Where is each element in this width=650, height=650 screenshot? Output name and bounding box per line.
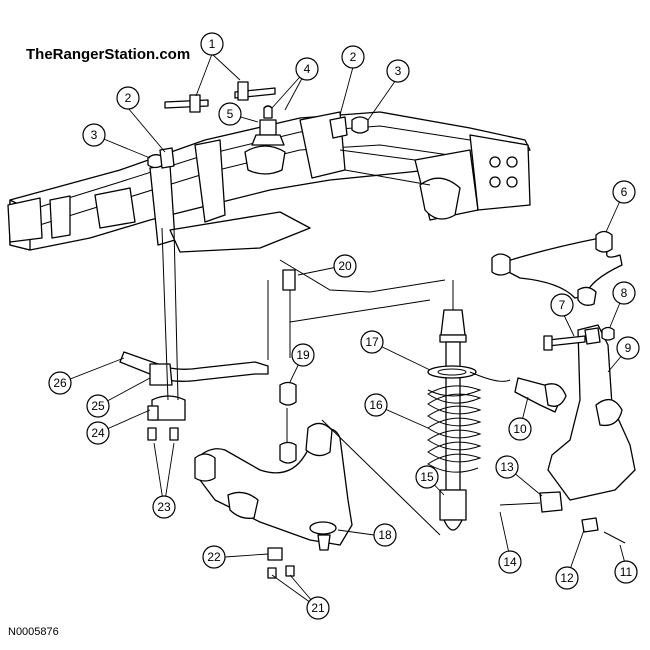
callout-number: 26 — [53, 376, 67, 390]
callout-11: 11 — [614, 560, 638, 584]
callout-4: 4 — [295, 57, 319, 81]
callout-number: 14 — [503, 555, 517, 569]
callout-23: 23 — [152, 495, 176, 519]
figure-code: N0005876 — [8, 626, 59, 638]
callout-25: 25 — [86, 394, 110, 418]
callout-number: 15 — [420, 470, 434, 484]
callout-number: 4 — [304, 62, 311, 76]
hardware-top — [147, 81, 369, 169]
callout-number: 20 — [338, 259, 352, 273]
callout-number: 16 — [369, 398, 383, 412]
callout-number: 8 — [621, 286, 628, 300]
callout-number: 23 — [157, 500, 171, 514]
callout-number: 7 — [559, 298, 566, 312]
callout-number: 25 — [91, 399, 105, 413]
callout-15: 15 — [415, 465, 439, 489]
callout-18: 18 — [373, 523, 397, 547]
lower-control-arm — [194, 422, 353, 579]
callout-number: 11 — [620, 565, 633, 579]
callout-number: 5 — [227, 107, 234, 121]
callout-16: 16 — [364, 393, 388, 417]
callout-10: 10 — [508, 417, 532, 441]
callout-number: 12 — [560, 571, 574, 585]
coil-spring — [427, 365, 482, 473]
knuckle-hardware — [543, 326, 615, 351]
tie-rod-end — [499, 491, 626, 544]
callout-3a: 3 — [386, 59, 410, 83]
callout-6: 6 — [612, 180, 636, 204]
callout-5: 5 — [218, 102, 242, 126]
callout-9: 9 — [616, 336, 640, 360]
callout-24: 24 — [86, 421, 110, 445]
callout-number: 21 — [311, 601, 325, 615]
callout-number: 6 — [621, 185, 628, 199]
callout-17: 17 — [360, 330, 384, 354]
callout-7: 7 — [550, 293, 574, 317]
callout-number: 18 — [378, 528, 392, 542]
callout-21: 21 — [306, 596, 330, 620]
site-watermark: TheRangerStation.com — [26, 46, 191, 63]
callout-number: 19 — [296, 348, 310, 362]
callout-number: 2 — [125, 91, 132, 105]
callout-2a: 2 — [341, 45, 365, 69]
callout-number: 9 — [625, 341, 632, 355]
callout-22: 22 — [202, 545, 226, 569]
frame-assembly — [7, 111, 531, 253]
callout-1b: 2 — [116, 86, 140, 110]
callout-number: 2 — [350, 50, 357, 64]
upper-control-arm — [491, 230, 623, 306]
callout-19: 19 — [291, 343, 315, 367]
callout-1a: 1 — [200, 32, 224, 56]
callout-number: 22 — [207, 550, 221, 564]
callout-number: 24 — [91, 426, 105, 440]
stabilizer-bar — [119, 227, 297, 464]
callout-12: 12 — [555, 566, 579, 590]
assembly-lines — [279, 259, 511, 536]
callout-number: 13 — [500, 460, 514, 474]
callout-number: 10 — [513, 422, 527, 436]
callout-13: 13 — [495, 455, 519, 479]
callout-number: 3 — [395, 64, 402, 78]
steering-knuckle — [514, 324, 636, 501]
callout-3b: 3 — [82, 123, 106, 147]
shock-absorber — [439, 280, 467, 531]
callout-number: 3 — [91, 128, 98, 142]
callout-8: 8 — [612, 281, 636, 305]
callout-20: 20 — [333, 254, 357, 278]
callout-14: 14 — [498, 550, 522, 574]
callout-26: 26 — [48, 371, 72, 395]
callout-number: 1 — [209, 37, 216, 51]
callout-number: 17 — [365, 335, 379, 349]
